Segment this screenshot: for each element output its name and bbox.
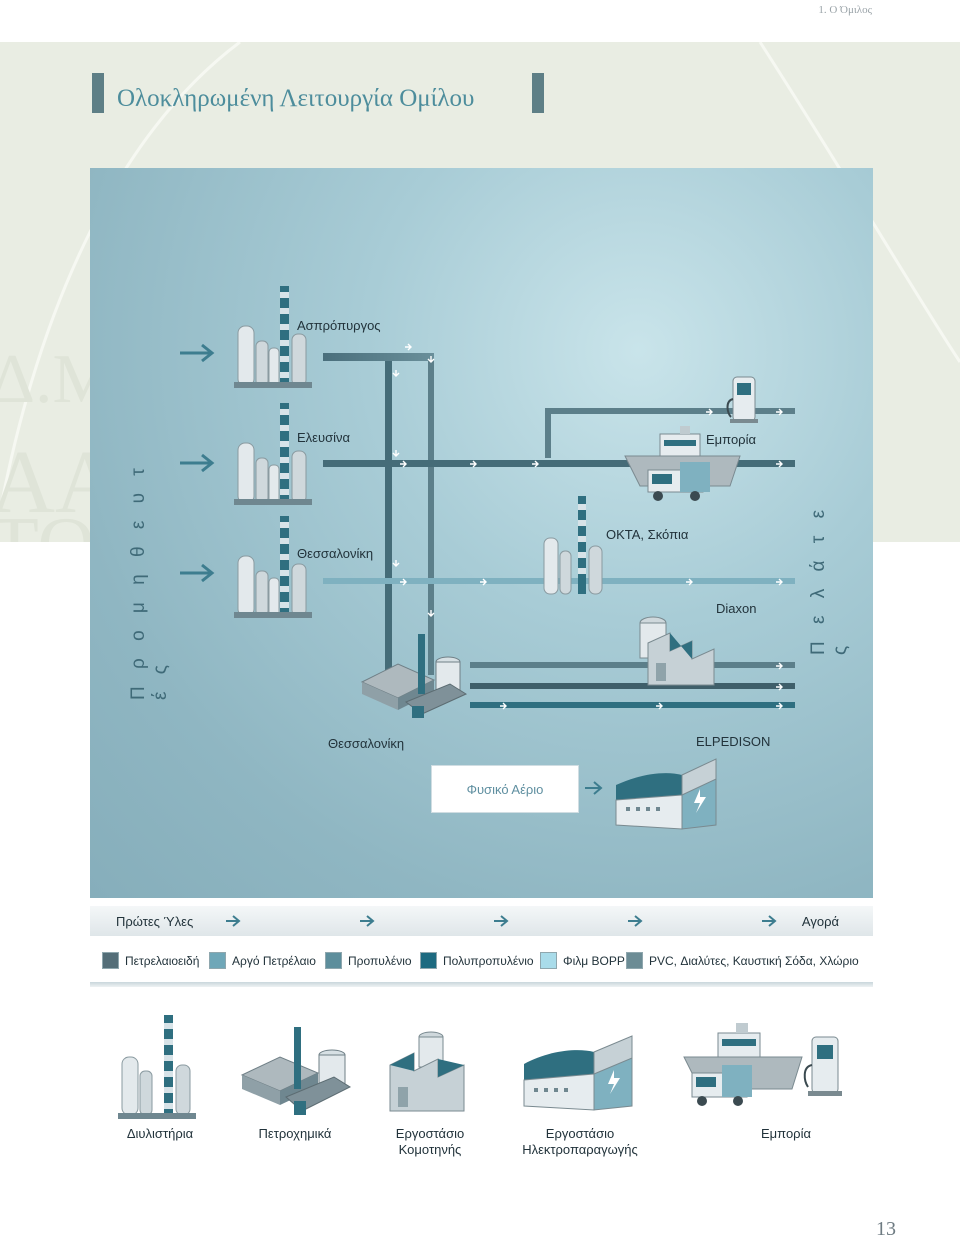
legend-item: Φιλμ BOPP (540, 952, 625, 969)
legend-label: Αργό Πετρέλαιο (232, 953, 316, 968)
legend-separator (90, 982, 873, 987)
chapter-reference: 1. Ο Όμιλος (818, 4, 872, 16)
label-okta: OKTA, Σκόπια (606, 527, 689, 542)
legend-swatch (420, 952, 437, 969)
legend-item: Πετρελαιοειδή (102, 952, 199, 969)
page-number: 13 (876, 1218, 896, 1240)
label-aspropyrgos: Ασπρόπυργος (297, 318, 381, 333)
key-label-komotini-line2: Κομοτηνής (398, 1142, 462, 1157)
key-label-power-plant-line2: Ηλεκτροπαραγωγής (522, 1142, 638, 1157)
legend-swatch (325, 952, 342, 969)
market-label: Αγορά (801, 914, 839, 929)
raw-materials-label: Πρώτες Ύλες (116, 914, 194, 929)
refinery-icon-thessaloniki (234, 516, 312, 618)
label-elpedison: ELPEDISON (696, 734, 771, 749)
legend-item: Αργό Πετρέλαιο (209, 952, 316, 969)
key-label-komotini-line1: Εργοστάσιο (395, 1126, 465, 1141)
natural-gas-label: Φυσικό Αέριο (466, 781, 544, 797)
refinery-icon-elefsina (234, 403, 312, 505)
ship-truck-icon (624, 426, 741, 501)
legend-label: Προπυλένιο (348, 953, 412, 968)
key-label-power-plant-line1: Εργοστάσιο (545, 1126, 615, 1141)
refineries-key-icon (118, 1015, 196, 1119)
legend-swatch (102, 952, 119, 969)
legend-item: Πολυπροπυλένιο (420, 952, 534, 969)
power-plant-key-icon (523, 1035, 633, 1111)
petrochemical-icon (360, 634, 468, 718)
marketing-key-icon (683, 1023, 842, 1106)
svg-text:ΤΟ: ΤΟ (0, 502, 95, 542)
label-thessaloniki-petrochemicals: Θεσσαλονίκη (328, 736, 405, 751)
natural-gas-box: Φυσικό Αέριο (431, 765, 579, 813)
petrochemicals-key-icon (240, 1027, 352, 1115)
label-elefsina: Ελευσίνα (297, 430, 351, 445)
legend-item: Προπυλένιο (325, 952, 412, 969)
legend-label: Φιλμ BOPP (563, 953, 625, 968)
legend-swatch (540, 952, 557, 969)
komotini-factory-key-icon (389, 1031, 465, 1112)
legend-label: Πετρελαιοειδή (125, 953, 200, 968)
key-label-power-plant: Εργοστάσιο Ηλεκτροπαραγωγής (500, 1126, 660, 1158)
refinery-icon-aspropyrgos (234, 286, 312, 388)
key-label-komotini: Εργοστάσιο Κομοτηνής (350, 1126, 510, 1158)
suppliers-label: Π ρ ο μ η θ ε υ τ έ ς (128, 462, 171, 700)
raw-materials-bar: Πρώτες Ύλες Αγορά (90, 906, 873, 936)
key-label-marketing: Εμπορία (761, 1126, 811, 1141)
label-diaxon: Diaxon (716, 601, 757, 616)
fuel-pump-icon (726, 376, 758, 423)
key-label-refineries: Διυλιστήρια (126, 1126, 194, 1141)
legend-label: Πολυπροπυλένιο (443, 953, 534, 968)
raw-materials-arrows (226, 915, 777, 927)
label-emporia: Εμπορία (706, 432, 756, 447)
key-label-petrochemicals: Πετροχημικά (258, 1126, 332, 1141)
title-bar-left (92, 73, 104, 113)
refinery-icon-okta (543, 496, 603, 595)
factory-icon-diaxon (639, 616, 715, 686)
title-bar-right (532, 73, 544, 113)
legend-swatch (209, 952, 226, 969)
legend: Πετρελαιοειδή Αργό Πετρέλαιο Προπυλένιο … (90, 952, 873, 974)
legend-item: PVC, Διαλύτες, Καυστική Σόδα, Χλώριο (626, 952, 859, 969)
power-plant-icon (615, 758, 717, 830)
label-thessaloniki-refinery: Θεσσαλονίκη (297, 546, 374, 561)
legend-label: PVC, Διαλύτες, Καυστική Σόδα, Χλώριο (649, 953, 859, 968)
page-title: Ολοκληρωμένη Λειτουργία Ομίλου (117, 85, 475, 112)
legend-swatch (626, 952, 643, 969)
customers-label: Π ε λ ά τ ε ς (808, 503, 851, 655)
